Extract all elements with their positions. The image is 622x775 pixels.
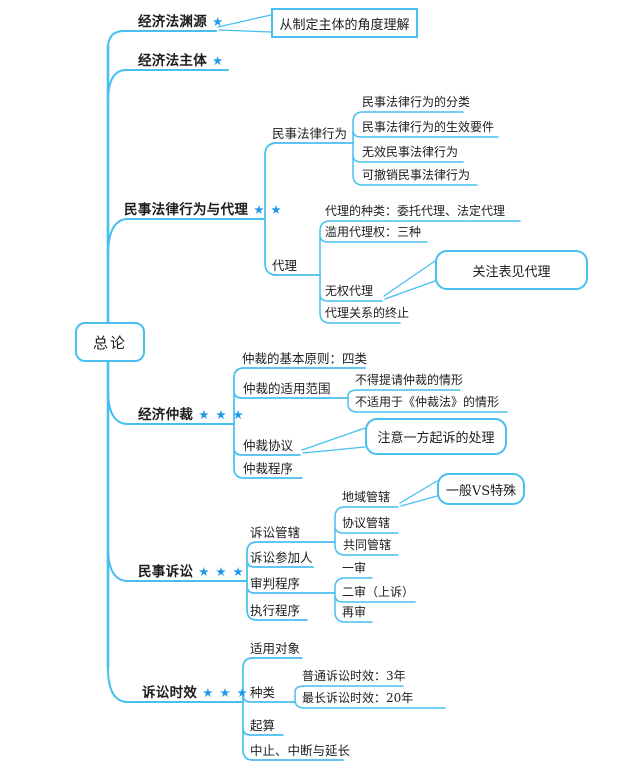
topic-node[interactable]: 种类 [250,685,276,700]
callout-wedges [217,14,438,507]
topic-node[interactable]: 诉讼参加人 [250,550,313,565]
callout-box[interactable]: 一般VS特殊 [437,473,525,505]
level2-brackets [233,142,366,761]
subtopic-node[interactable]: 滥用代理权：三种 [325,225,422,239]
star-rating: ★ ★ [253,202,283,217]
topic-node[interactable]: 民事法律行为 [272,126,348,141]
branch-node[interactable]: 诉讼时效★ ★ ★ [142,685,249,701]
subtopic-node[interactable]: 无权代理 [325,284,374,298]
star-rating: ★ [212,53,225,68]
level3-brackets [294,111,521,709]
topic-node[interactable]: 审判程序 [250,576,301,591]
star-rating: ★ ★ ★ [198,564,245,579]
topic-node[interactable]: 仲裁程序 [243,461,294,476]
subtopic-node[interactable]: 共同管辖 [343,538,392,552]
subtopic-node[interactable]: 二审（上诉） [342,585,415,599]
subtopic-node[interactable]: 再审 [342,605,367,619]
callout-box[interactable]: 从制定主体的角度理解 [271,8,418,38]
topic-node[interactable]: 仲裁的适用范围 [243,381,331,396]
topic-node[interactable]: 仲裁协议 [243,438,294,453]
subtopic-node[interactable]: 不适用于《仲裁法》的情形 [355,395,500,409]
root-node[interactable]: 总论 [75,322,145,362]
subtopic-node[interactable]: 普通诉讼时效：3年 [302,669,406,683]
topic-node[interactable]: 适用对象 [250,641,301,656]
topic-node[interactable]: 执行程序 [250,603,301,618]
star-rating: ★ ★ ★ [202,685,249,700]
subtopic-node[interactable]: 协议管辖 [342,516,391,530]
subtopic-node[interactable]: 一审 [342,561,367,575]
branch-node[interactable]: 经济仲裁★ ★ ★ [138,407,245,423]
subtopic-node[interactable]: 最长诉讼时效：20年 [302,691,414,705]
topic-node[interactable]: 起算 [250,718,276,733]
root-label: 总论 [92,333,127,352]
subtopic-node[interactable]: 无效民事法律行为 [362,145,459,159]
topic-node[interactable]: 诉讼管辖 [250,525,301,540]
branch-node[interactable]: 民事诉讼★ ★ ★ [138,564,245,580]
subtopic-node[interactable]: 代理的种类：委托代理、法定代理 [325,204,506,218]
star-rating: ★ ★ ★ [198,407,245,422]
subtopic-node[interactable]: 民事法律行为的生效要件 [362,120,495,134]
subtopic-node[interactable]: 可撤销民事法律行为 [362,168,471,182]
subtopic-node[interactable]: 地域管辖 [342,490,391,504]
callout-box[interactable]: 注意一方起诉的处理 [365,418,507,455]
branch-node[interactable]: 民事法律行为与代理★ ★ [124,202,283,218]
branch-node[interactable]: 经济法主体★ [138,53,225,69]
branch-node[interactable]: 经济法渊源★ [138,14,225,30]
subtopic-node[interactable]: 代理关系的终止 [325,306,410,320]
star-rating: ★ [212,14,225,29]
subtopic-node[interactable]: 不得提请仲裁的情形 [355,373,464,387]
topic-node[interactable]: 仲裁的基本原则：四类 [242,351,368,366]
topic-node[interactable]: 代理 [272,258,298,273]
subtopic-node[interactable]: 民事法律行为的分类 [362,95,471,109]
callout-box[interactable]: 关注表见代理 [435,250,588,290]
branch-curves [107,30,266,703]
topic-node[interactable]: 中止、中断与延长 [250,743,351,758]
